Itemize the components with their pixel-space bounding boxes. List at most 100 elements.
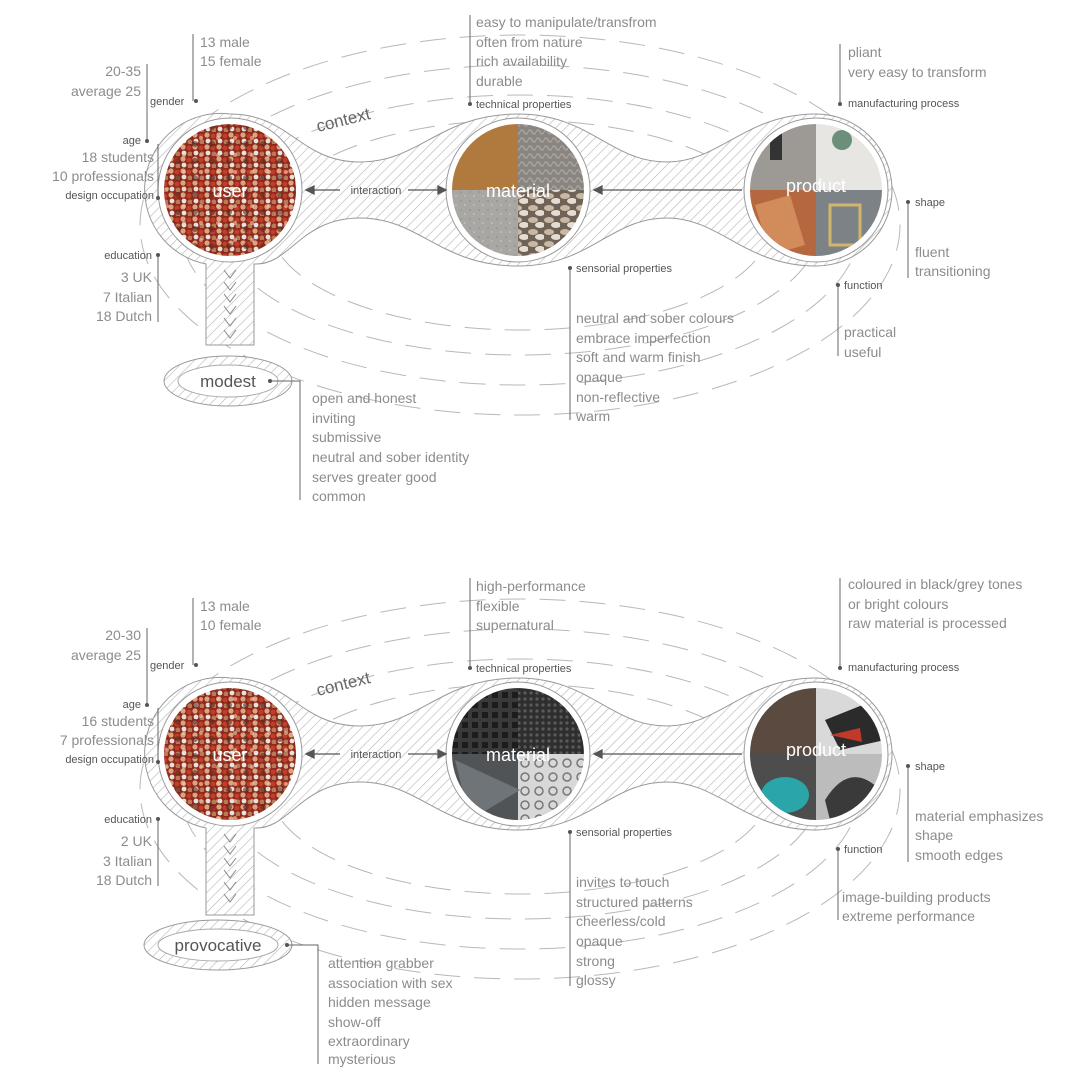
gender-value-1: 10 female bbox=[200, 617, 262, 633]
gender-value-0: 13 male bbox=[200, 598, 250, 614]
technical-value-2: rich availability bbox=[476, 53, 567, 69]
diagram-provocative: provocative user material bbox=[60, 576, 1044, 1067]
product-material-arrow bbox=[592, 748, 742, 760]
archetype-value-2: submissive bbox=[312, 429, 381, 445]
manufacturing-value-0: pliant bbox=[848, 44, 882, 60]
occupation-value-0: 16 students bbox=[82, 713, 154, 729]
material-circle: material bbox=[445, 681, 591, 827]
technical-value-1: flexible bbox=[476, 598, 520, 614]
function-value-1: extreme performance bbox=[842, 908, 975, 924]
diagram-modest: modest user material bbox=[52, 14, 990, 504]
technical-value-0: easy to manipulate/transfrom bbox=[476, 14, 657, 30]
sensorial-value-0: neutral and sober colours bbox=[576, 310, 734, 326]
manufacturing-value-1: very easy to transform bbox=[848, 64, 987, 80]
archetype-value-2: hidden message bbox=[328, 994, 431, 1010]
age-value-1: average 25 bbox=[71, 83, 141, 99]
archetype-value-1: association with sex bbox=[328, 975, 453, 991]
technical-label: technical properties bbox=[476, 663, 572, 675]
education-value-1: 3 Italian bbox=[103, 853, 152, 869]
sensorial-value-3: opaque bbox=[576, 369, 623, 385]
education-value-2: 18 Dutch bbox=[96, 872, 152, 888]
user-annotations: gender 13 male 15 female age 20-35 avera… bbox=[52, 34, 262, 324]
user-circle: user bbox=[157, 681, 303, 827]
archetype-value-5: mysterious bbox=[328, 1051, 396, 1067]
gender-value-1: 15 female bbox=[200, 53, 262, 69]
technical-value-1: often from nature bbox=[476, 34, 583, 50]
stem-marks bbox=[223, 269, 237, 339]
function-value-0: image-building products bbox=[842, 889, 991, 905]
sensorial-label: sensorial properties bbox=[576, 827, 672, 839]
product-material-arrow bbox=[592, 184, 742, 196]
shape-value-0: material emphasizes bbox=[915, 808, 1043, 824]
archetype-descriptors: attention grabber association with sex h… bbox=[328, 955, 453, 1067]
education-value-0: 2 UK bbox=[121, 833, 153, 849]
education-label: education bbox=[104, 814, 152, 826]
shape-value-1: transitioning bbox=[915, 263, 991, 279]
technical-value-3: durable bbox=[476, 73, 523, 89]
occupation-value-1: 10 professionals bbox=[52, 168, 154, 184]
archetype-value-3: neutral and sober identity bbox=[312, 449, 469, 465]
age-label: age bbox=[123, 135, 141, 147]
gender-value-0: 13 male bbox=[200, 34, 250, 50]
technical-value-0: high-performance bbox=[476, 578, 586, 594]
function-label: function bbox=[844, 844, 883, 856]
material-annotations: technical properties high-performance fl… bbox=[468, 578, 693, 988]
shape-value-2: smooth edges bbox=[915, 847, 1003, 863]
occupation-label: design occupation bbox=[65, 754, 154, 766]
sensorial-value-4: non-reflective bbox=[576, 389, 660, 405]
shape-label: shape bbox=[915, 761, 945, 773]
manufacturing-value-2: raw material is processed bbox=[848, 615, 1007, 631]
interaction-arrow bbox=[304, 184, 448, 196]
sensorial-label: sensorial properties bbox=[576, 263, 672, 275]
archetype-descriptors: open and honest inviting submissive neut… bbox=[312, 390, 469, 504]
shape-label: shape bbox=[915, 197, 945, 209]
occupation-value-0: 18 students bbox=[82, 149, 154, 165]
user-label: user bbox=[212, 181, 247, 201]
archetype-label: provocative bbox=[175, 936, 262, 955]
interaction-label: interaction bbox=[351, 749, 402, 761]
material-label: material bbox=[486, 181, 550, 201]
technical-label: technical properties bbox=[476, 99, 572, 111]
education-value-1: 7 Italian bbox=[103, 289, 152, 305]
sensorial-value-4: strong bbox=[576, 953, 615, 969]
product-label: product bbox=[786, 740, 846, 760]
context-label: context bbox=[314, 668, 372, 700]
interaction-arrow bbox=[304, 748, 448, 760]
education-value-2: 18 Dutch bbox=[96, 308, 152, 324]
material-circle: material bbox=[445, 117, 591, 263]
sensorial-value-1: structured patterns bbox=[576, 894, 693, 910]
shape-value-1: shape bbox=[915, 827, 953, 843]
age-value-1: average 25 bbox=[71, 647, 141, 663]
occupation-value-1: 7 professionals bbox=[60, 732, 154, 748]
age-value-0: 20-30 bbox=[105, 627, 141, 643]
technical-value-2: supernatural bbox=[476, 617, 554, 633]
product-label: product bbox=[786, 176, 846, 196]
sensorial-value-0: invites to touch bbox=[576, 874, 669, 890]
stem-marks bbox=[223, 833, 237, 903]
manufacturing-value-1: or bright colours bbox=[848, 596, 948, 612]
sensorial-value-2: soft and warm finish bbox=[576, 349, 701, 365]
function-label: function bbox=[844, 280, 883, 292]
product-annotations: manufacturing process coloured in black/… bbox=[836, 576, 1043, 924]
interaction-label: interaction bbox=[351, 185, 402, 197]
archetype-value-3: show-off bbox=[328, 1014, 381, 1030]
sensorial-value-5: glossy bbox=[576, 972, 616, 988]
archetype-value-0: attention grabber bbox=[328, 955, 434, 971]
sensorial-value-1: embrace imperfection bbox=[576, 330, 711, 346]
manufacturing-value-0: coloured in black/grey tones bbox=[848, 576, 1022, 592]
age-label: age bbox=[123, 699, 141, 711]
sensorial-value-3: opaque bbox=[576, 933, 623, 949]
archetype-value-0: open and honest bbox=[312, 390, 416, 406]
archetype-value-5: common bbox=[312, 488, 366, 504]
product-circle: product bbox=[743, 117, 889, 263]
function-value-1: useful bbox=[844, 344, 881, 360]
product-circle: product bbox=[743, 681, 889, 827]
gender-label: gender bbox=[150, 660, 185, 672]
manufacturing-label: manufacturing process bbox=[848, 662, 960, 674]
archetype-value-4: serves greater good bbox=[312, 469, 437, 485]
education-label: education bbox=[104, 250, 152, 262]
gender-label: gender bbox=[150, 96, 185, 108]
sensorial-value-2: cheerless/cold bbox=[576, 913, 666, 929]
user-label: user bbox=[212, 745, 247, 765]
